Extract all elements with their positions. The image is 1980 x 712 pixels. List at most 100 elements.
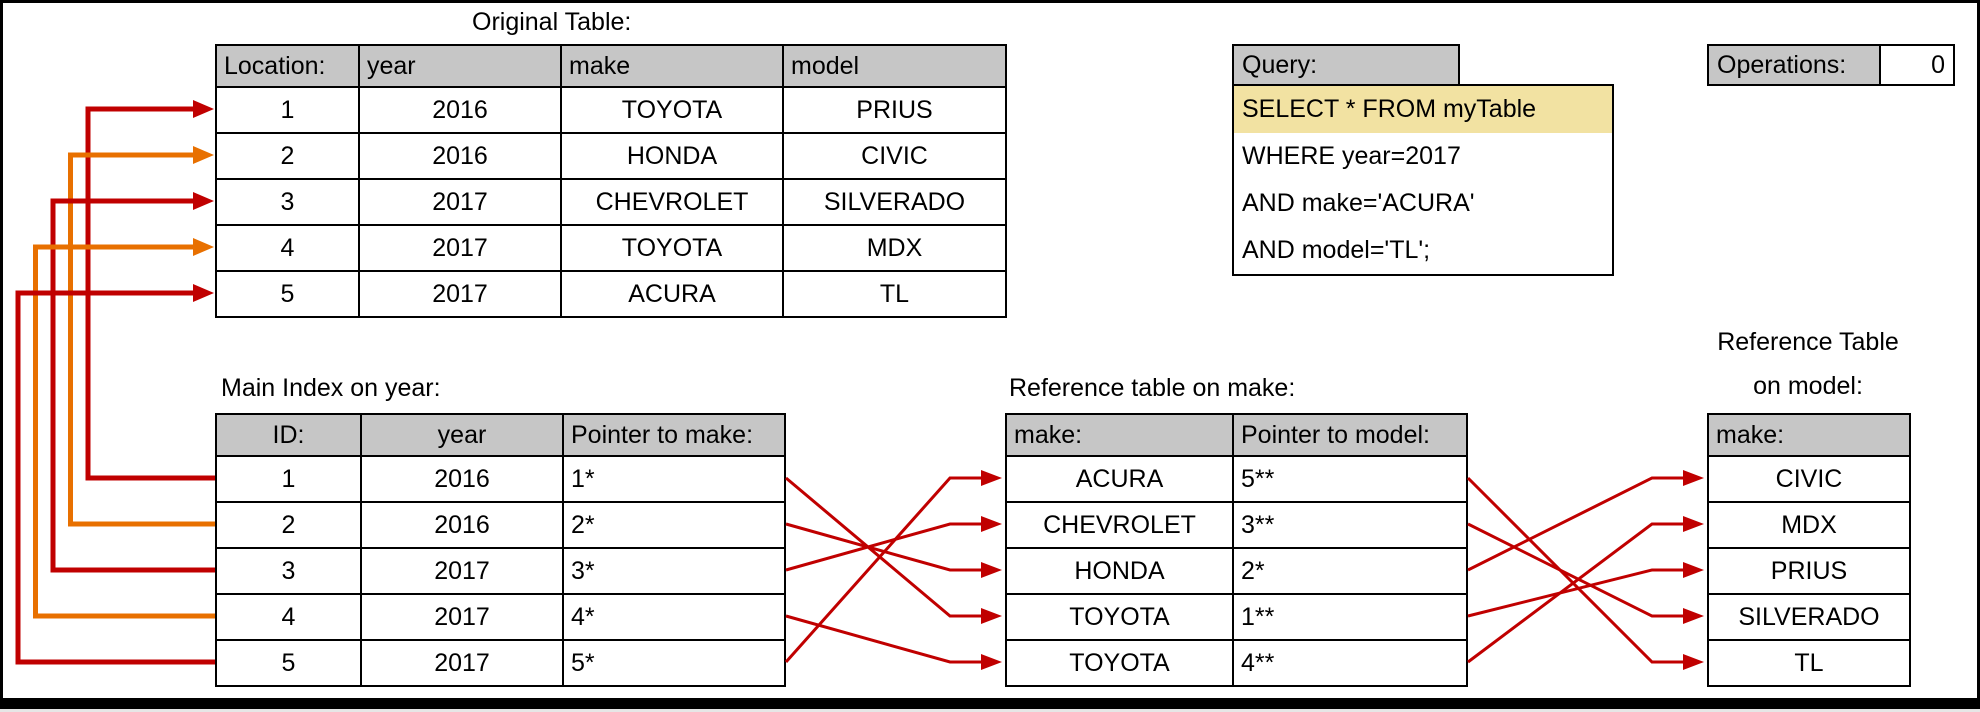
reference-make-title: Reference table on make: — [1009, 374, 1296, 402]
table-cell: 2016 — [359, 87, 561, 133]
table-cell: CIVIC — [783, 133, 1006, 179]
arrowhead-icon — [1683, 470, 1704, 486]
table-cell: TL — [783, 271, 1006, 317]
arrowhead-icon — [981, 562, 1002, 578]
location-pointer-arrow — [50, 198, 215, 573]
table-cell: TOYOTA — [561, 87, 783, 133]
table-cell: 3 — [216, 548, 361, 594]
location-pointer-arrow — [33, 244, 215, 619]
arrowhead-icon — [1683, 562, 1704, 578]
location-pointer-arrow — [68, 152, 215, 527]
model-pointer-arrow — [1466, 476, 1685, 664]
arrowhead-icon — [981, 470, 1002, 486]
column-header: Pointer to model: — [1233, 414, 1467, 456]
make-pointer-arrow — [785, 476, 983, 618]
table-cell: 2017 — [361, 640, 563, 686]
column-header: Pointer to make: — [563, 414, 785, 456]
table-cell: SILVERADO — [783, 179, 1006, 225]
main-index-title: Main Index on year: — [221, 374, 441, 402]
table-cell: TOYOTA — [1006, 640, 1233, 686]
column-header: year — [361, 414, 563, 456]
bottom-strip — [0, 709, 1980, 712]
table-cell: TL — [1708, 640, 1910, 686]
arrowhead-icon — [193, 192, 214, 210]
table-cell: ACURA — [561, 271, 783, 317]
table-cell: 5 — [216, 640, 361, 686]
column-header: make — [561, 45, 783, 87]
table-cell: 2* — [1233, 548, 1467, 594]
query-title: Query: — [1232, 44, 1460, 86]
operations-value: 0 — [1879, 44, 1955, 86]
table-cell: PRIUS — [783, 87, 1006, 133]
model-pointer-arrow — [1467, 522, 1685, 664]
query-line: SELECT * FROM myTable — [1234, 86, 1612, 133]
column-header: year — [359, 45, 561, 87]
arrowhead-icon — [193, 100, 214, 118]
column-header: make: — [1006, 414, 1233, 456]
query-line: AND make='ACURA' — [1242, 189, 1475, 217]
table-cell: 2017 — [361, 594, 563, 640]
table-cell: 2017 — [359, 271, 561, 317]
model-pointer-arrow — [1467, 476, 1685, 572]
column-header: ID: — [216, 414, 361, 456]
arrowhead-icon — [193, 146, 214, 164]
bottom-bar — [0, 698, 1980, 709]
table-cell: 4* — [563, 594, 785, 640]
table-cell: 2 — [216, 133, 359, 179]
table-cell: 2* — [563, 502, 785, 548]
table-cell: CHEVROLET — [1006, 502, 1233, 548]
table-cell: 5 — [216, 271, 359, 317]
arrowhead-icon — [1683, 608, 1704, 624]
model-pointer-arrow — [1467, 568, 1685, 618]
table-cell: CHEVROLET — [561, 179, 783, 225]
table-cell: ACURA — [1006, 456, 1233, 502]
table-cell: 3 — [216, 179, 359, 225]
table-cell: 3* — [563, 548, 785, 594]
table-cell: 4 — [216, 594, 361, 640]
column-header: Location: — [216, 45, 359, 87]
table-cell: 1** — [1233, 594, 1467, 640]
reference-model-title-line2: on model: — [1753, 372, 1863, 400]
reference-model-title-line1: Reference Table — [1717, 328, 1899, 356]
model-pointer-arrow — [1467, 522, 1685, 618]
make-pointer-arrow — [785, 522, 983, 572]
table-cell: HONDA — [561, 133, 783, 179]
table-cell: MDX — [783, 225, 1006, 271]
arrowhead-icon — [1683, 516, 1704, 532]
table-cell: 2017 — [359, 225, 561, 271]
make-pointer-arrow — [785, 522, 983, 572]
arrowhead-icon — [193, 238, 214, 256]
make-pointer-arrow — [785, 614, 983, 664]
table-cell: 2 — [216, 502, 361, 548]
table-cell: 3** — [1233, 502, 1467, 548]
location-pointer-arrow — [15, 290, 215, 665]
query-line: AND model='TL'; — [1242, 236, 1431, 264]
table-cell: 4** — [1233, 640, 1467, 686]
arrowhead-icon — [193, 284, 214, 302]
table-cell: 2017 — [359, 179, 561, 225]
table-cell: SILVERADO — [1708, 594, 1910, 640]
column-header: model — [783, 45, 1006, 87]
table-cell: 2016 — [361, 502, 563, 548]
table-cell: 1 — [216, 87, 359, 133]
table-cell: 2016 — [361, 456, 563, 502]
arrowhead-icon — [1683, 654, 1704, 670]
table-cell: PRIUS — [1708, 548, 1910, 594]
table-cell: HONDA — [1006, 548, 1233, 594]
arrowhead-icon — [981, 654, 1002, 670]
query-line: WHERE year=2017 — [1242, 142, 1461, 170]
table-cell: 1* — [563, 456, 785, 502]
column-header: make: — [1708, 414, 1910, 456]
table-cell: 2017 — [361, 548, 563, 594]
location-pointer-arrow — [85, 106, 215, 481]
table-cell: 5* — [563, 640, 785, 686]
table-cell: TOYOTA — [561, 225, 783, 271]
table-cell: CIVIC — [1708, 456, 1910, 502]
table-cell: 1 — [216, 456, 361, 502]
table-cell: 2016 — [359, 133, 561, 179]
